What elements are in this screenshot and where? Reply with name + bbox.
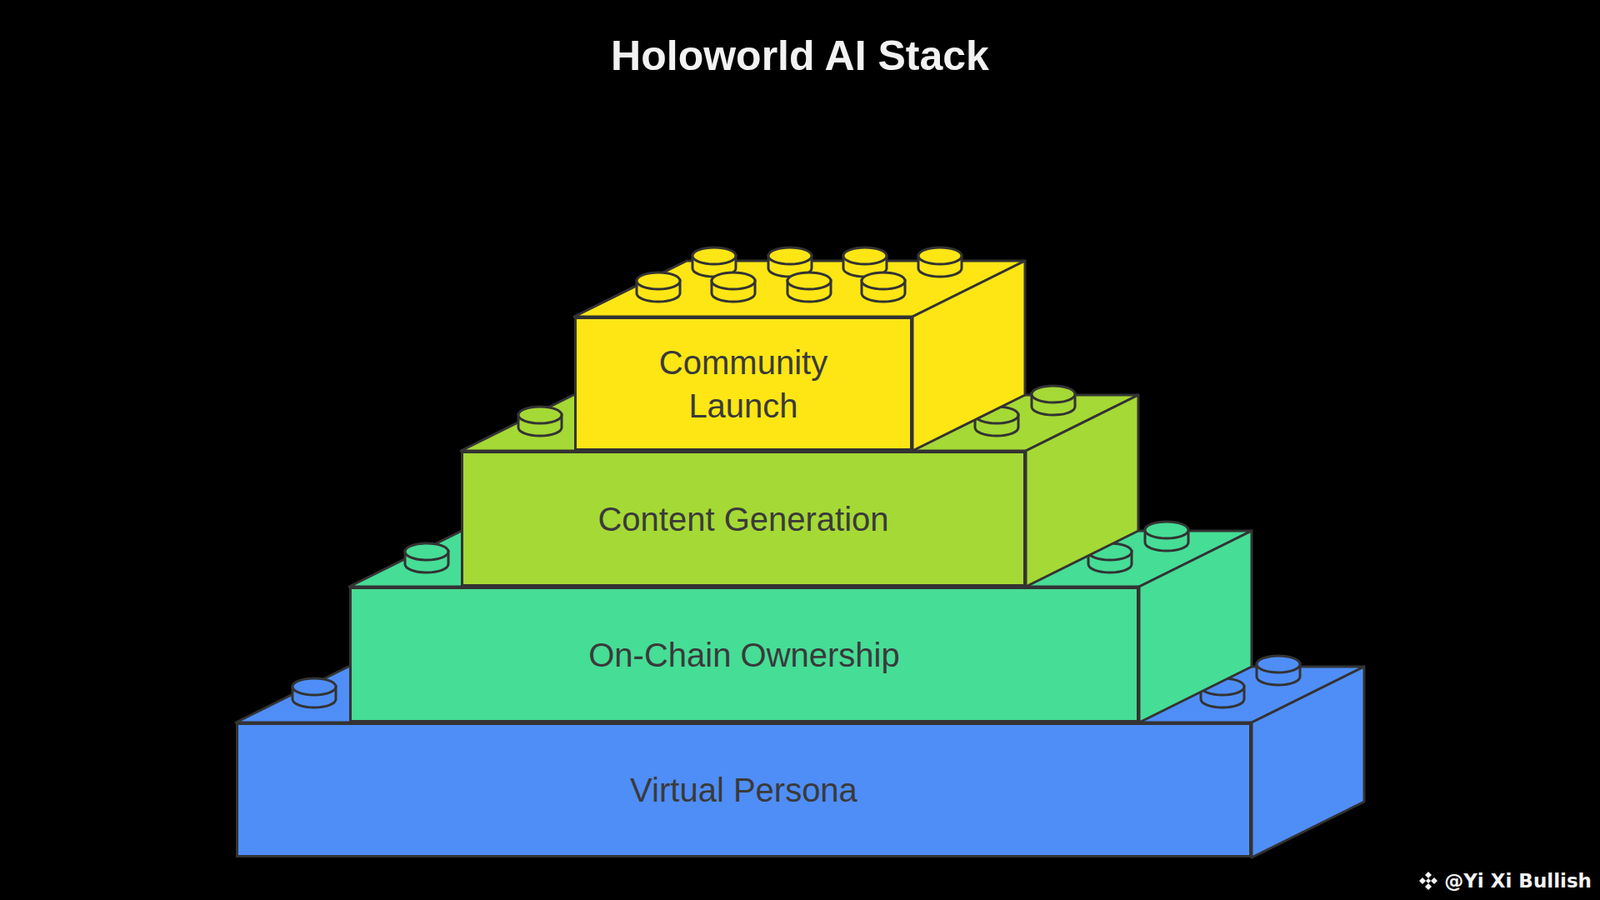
brick-stud xyxy=(292,678,336,708)
layer-label: Community Launch xyxy=(635,340,852,428)
brick-stud xyxy=(518,406,562,436)
stud-top xyxy=(1145,521,1189,539)
diagram-title: Holoworld AI Stack xyxy=(0,31,1600,80)
stud-top xyxy=(1031,385,1075,403)
stud-top xyxy=(861,272,905,290)
brick-side-face xyxy=(1139,530,1252,723)
watermark: @Yi Xi Bullish xyxy=(1417,870,1592,892)
stud-top xyxy=(1256,655,1300,673)
brick-stud xyxy=(918,247,962,277)
stack-brick: Community Launch xyxy=(574,316,913,451)
stack-brick: On-Chain Ownership xyxy=(349,586,1140,723)
brick-stud xyxy=(1256,655,1300,685)
stud-top xyxy=(918,247,962,265)
watermark-text: @Yi Xi Bullish xyxy=(1444,870,1592,892)
brick-stud xyxy=(636,272,680,302)
stack-brick: Virtual Persona xyxy=(235,722,1252,858)
stud-top xyxy=(518,406,562,424)
brick-stud xyxy=(711,272,755,302)
brick-stud xyxy=(787,272,831,302)
brick-stud xyxy=(1145,521,1189,551)
layer-label: On-Chain Ownership xyxy=(588,633,900,677)
stud-top xyxy=(787,272,831,290)
stud-top xyxy=(692,247,736,265)
layer-label: Virtual Persona xyxy=(630,768,858,812)
stud-top xyxy=(405,543,449,560)
brick-stud xyxy=(861,272,905,302)
layer-label: Content Generation xyxy=(597,497,889,541)
brick-side-face xyxy=(1025,395,1139,587)
brick-side-face xyxy=(1251,666,1365,858)
stud-top xyxy=(768,247,812,265)
stack-brick: Content Generation xyxy=(460,450,1026,587)
stud-top xyxy=(292,678,336,695)
brick-side-face xyxy=(912,260,1025,451)
stud-top xyxy=(636,272,680,290)
stud-top xyxy=(843,247,887,265)
watermark-logo xyxy=(1417,870,1440,892)
brick-stud xyxy=(405,543,449,573)
brick-stud xyxy=(1031,385,1075,415)
stud-top xyxy=(711,272,755,290)
